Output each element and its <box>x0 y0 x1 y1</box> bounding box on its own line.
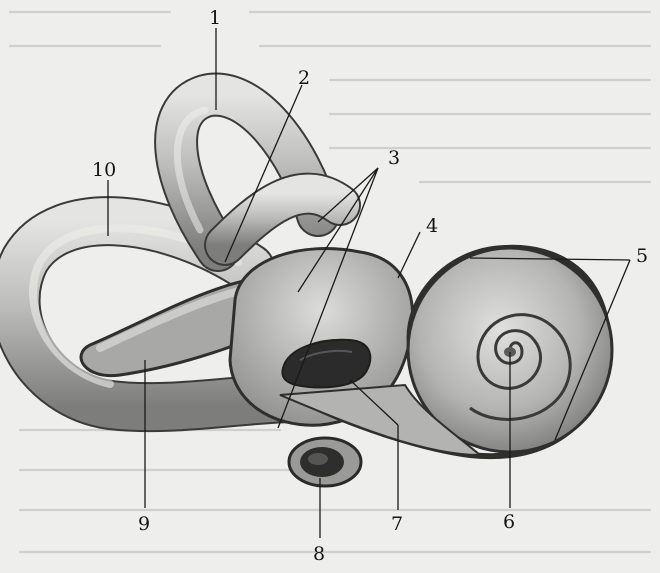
label-3: 3 <box>388 147 400 169</box>
round-window <box>289 438 361 486</box>
label-9: 9 <box>138 513 150 535</box>
label-1: 1 <box>209 7 221 29</box>
label-8: 8 <box>313 543 325 565</box>
label-7: 7 <box>391 513 403 535</box>
label-2: 2 <box>298 67 310 89</box>
label-10: 10 <box>92 159 116 181</box>
label-6: 6 <box>503 511 515 533</box>
leader-4 <box>398 232 420 278</box>
label-4: 4 <box>426 215 438 237</box>
label-5: 5 <box>636 245 648 267</box>
